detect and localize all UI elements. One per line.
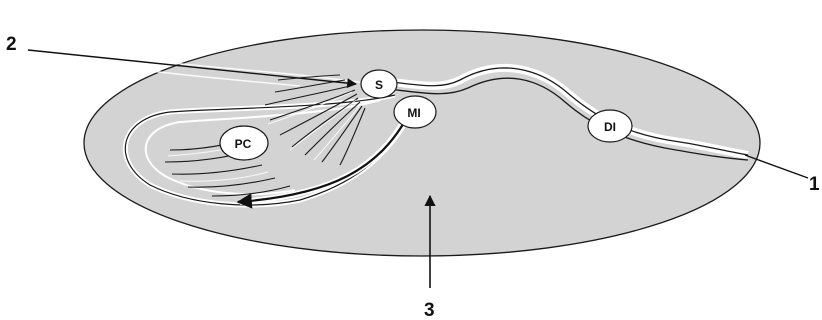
callout-3-label: 3 [424, 300, 435, 320]
node-mi: MI [394, 96, 436, 128]
node-di-label: DI [604, 120, 616, 134]
node-di: DI [588, 110, 632, 142]
callout-1-line [745, 155, 808, 178]
node-pc-label: PC [235, 137, 252, 151]
node-pc: PC [220, 126, 268, 160]
node-s-label: S [375, 78, 383, 92]
callout-2-label: 2 [6, 34, 17, 55]
callout-1-label: 1 [809, 174, 820, 195]
node-s: S [361, 70, 397, 98]
node-mi-label: MI [407, 106, 420, 120]
